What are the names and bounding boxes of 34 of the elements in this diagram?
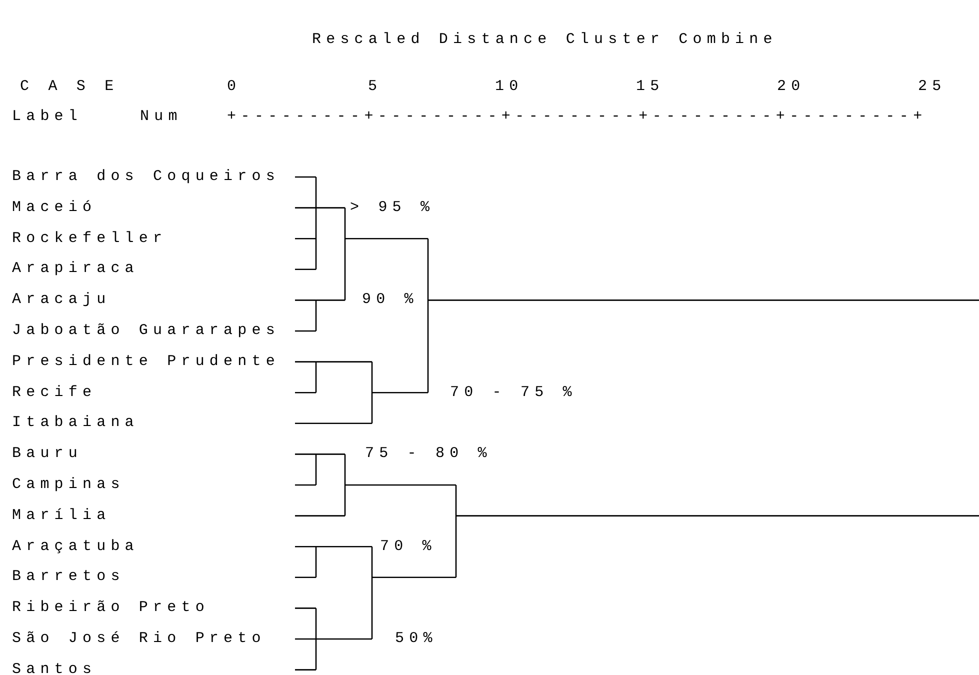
case-label: Campinas xyxy=(12,476,125,494)
chart-title: Rescaled Distance Cluster Combine xyxy=(312,31,778,49)
case-label: Presidente Prudente xyxy=(12,352,280,371)
axis-tick-label: 5 xyxy=(368,78,382,96)
column-header: Num xyxy=(140,108,182,126)
case-label: Rockefeller xyxy=(12,230,168,248)
case-label: Marília xyxy=(12,506,111,525)
case-label: Bauru xyxy=(12,445,83,464)
similarity-label: 50% xyxy=(395,630,438,648)
similarity-label: 90 % xyxy=(362,291,418,310)
case-label: Itabaiana xyxy=(12,414,139,432)
axis-tick-label: 0 xyxy=(227,78,242,96)
column-header: C A S E xyxy=(20,78,119,96)
case-label: Barretos xyxy=(12,568,125,586)
axis-tick-label: 15 xyxy=(636,78,664,96)
case-label: Barra dos Coqueiros xyxy=(12,168,280,186)
case-label: Arapiraca xyxy=(12,260,139,278)
case-label: Araçatuba xyxy=(12,538,139,556)
case-label: Santos xyxy=(12,660,97,675)
case-label: Recife xyxy=(12,384,97,402)
column-header: Label xyxy=(12,108,83,126)
case-label: Ribeirão Preto xyxy=(12,599,210,618)
similarity-label: 75 - 80 % xyxy=(365,445,492,464)
axis-tick-label: 10 xyxy=(495,78,524,96)
case-label: São José Rio Preto xyxy=(12,630,266,648)
axis-tick-label: 25 xyxy=(918,78,946,96)
case-label: Aracaju xyxy=(12,291,111,310)
case-label: Maceió xyxy=(12,198,97,217)
axis-tick-label: 20 xyxy=(777,78,806,96)
similarity-label: > 95 % xyxy=(350,198,435,217)
similarity-label: 70 - 75 % xyxy=(450,384,577,402)
case-label: Jaboatão Guararapes xyxy=(12,322,280,340)
axis-scale: +---------+---------+---------+---------+---------+ xyxy=(227,108,927,126)
similarity-label: 70 % xyxy=(380,538,436,556)
